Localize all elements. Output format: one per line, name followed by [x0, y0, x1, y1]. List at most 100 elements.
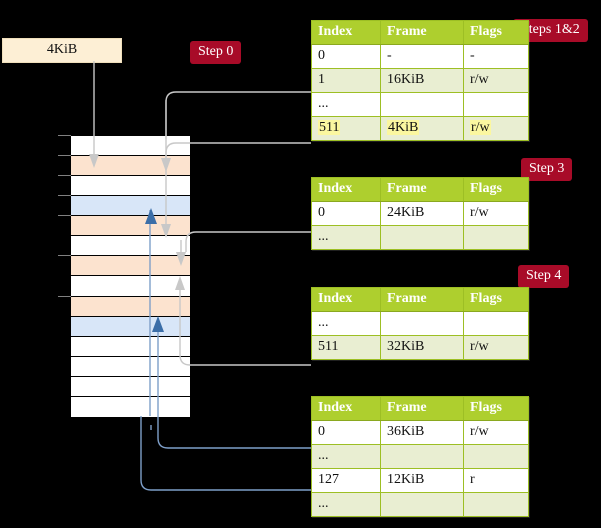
memory-bar-tick	[58, 195, 71, 197]
column-header-frame: Frame	[380, 177, 464, 202]
memory-frame-4	[71, 216, 190, 237]
table-cell-frame: -	[380, 44, 464, 69]
source-frame-box: 4KiB	[2, 38, 122, 63]
table-cell-index: ...	[311, 492, 381, 517]
table-cell-frame: 16KiB	[380, 68, 464, 93]
memory-bar-tick	[58, 175, 71, 177]
memory-frame-10	[71, 336, 190, 357]
badge-step-3: Step 3	[521, 158, 573, 181]
table-cell-frame	[380, 92, 464, 117]
table-cell-frame	[380, 492, 464, 517]
badge-step-0: Step 0	[190, 41, 242, 64]
column-header-flags: Flags	[463, 396, 529, 421]
column-header-index: Index	[311, 287, 381, 312]
table-cell-frame	[380, 444, 464, 469]
table-cell-flags: -	[463, 44, 529, 69]
table-cell-index: 1	[311, 68, 381, 93]
memory-frame-11	[71, 356, 190, 377]
memory-bar-tick	[58, 135, 71, 136]
table-row: ...	[311, 311, 529, 336]
column-header-frame: Frame	[380, 396, 464, 421]
table-cell-flags: r/w	[463, 68, 529, 93]
memory-bar-tick	[58, 255, 71, 257]
badge-step-4-label: Step 4	[526, 268, 562, 283]
table-cell-flags	[463, 492, 529, 517]
memory-frame-1	[71, 156, 190, 177]
column-header-flags: Flags	[463, 177, 529, 202]
physical-memory-bar	[70, 135, 191, 417]
table-cell-flags: r	[463, 468, 529, 493]
table-cell-frame: 12KiB	[380, 468, 464, 493]
column-header-index: Index	[311, 396, 381, 421]
table-cell-index: 0	[311, 420, 381, 445]
badge-step-4: Step 4	[518, 265, 570, 288]
table-cell-index: 127	[311, 468, 381, 493]
memory-bar-tick	[58, 155, 71, 157]
table-cell-frame	[380, 311, 464, 336]
memory-bar-tick	[58, 215, 71, 217]
table-cell-flags	[463, 444, 529, 469]
table-cell-index: ...	[311, 444, 381, 469]
table-cell-index: ...	[311, 92, 381, 117]
table-cell-flags: r/w	[463, 420, 529, 445]
table-row: ...	[311, 492, 529, 517]
table-cell-index: ...	[311, 311, 381, 336]
table-row: ...	[311, 225, 529, 250]
badge-step-3-label: Step 3	[529, 161, 565, 176]
table-cell-frame	[380, 225, 464, 250]
table-cell-frame: 24KiB	[380, 201, 464, 226]
memory-frame-13	[71, 396, 190, 417]
table-row: ...	[311, 92, 529, 117]
table-cell-frame: 4KiB	[380, 116, 464, 141]
column-header-flags: Flags	[463, 20, 529, 45]
table-cell-flags	[463, 311, 529, 336]
column-header-frame: Frame	[380, 20, 464, 45]
memory-frame-5	[71, 236, 190, 257]
table-cell-index: 0	[311, 201, 381, 226]
memory-frame-7	[71, 276, 190, 297]
source-frame-label: 4KiB	[46, 42, 78, 57]
badge-steps-1-2: Steps 1&2	[513, 19, 588, 42]
table-cell-flags: r/w	[463, 116, 529, 141]
table-cell-flags: r/w	[463, 335, 529, 360]
column-header-index: Index	[311, 20, 381, 45]
memory-frame-8	[71, 296, 190, 317]
column-header-index: Index	[311, 177, 381, 202]
table-cell-index: 0	[311, 44, 381, 69]
memory-frame-3	[71, 196, 190, 217]
memory-frame-2	[71, 176, 190, 197]
table-cell-index: ...	[311, 225, 381, 250]
memory-frame-9	[71, 316, 190, 337]
table-row: 0--	[311, 44, 529, 69]
memory-bar-tick	[58, 295, 71, 297]
memory-frame-0	[71, 136, 190, 157]
table-cell-flags: r/w	[463, 201, 529, 226]
column-header-frame: Frame	[380, 287, 464, 312]
table-cell-frame: 36KiB	[380, 420, 464, 445]
table-cell-frame: 32KiB	[380, 335, 464, 360]
table-cell-flags	[463, 225, 529, 250]
column-header-flags: Flags	[463, 287, 529, 312]
badge-step-0-label: Step 0	[198, 44, 234, 59]
table-cell-flags	[463, 92, 529, 117]
badge-steps-1-2-label: Steps 1&2	[521, 22, 580, 37]
table-cell-index: 511	[311, 116, 381, 141]
table-cell-index: 511	[311, 335, 381, 360]
memory-frame-6	[71, 256, 190, 277]
memory-frame-12	[71, 376, 190, 397]
